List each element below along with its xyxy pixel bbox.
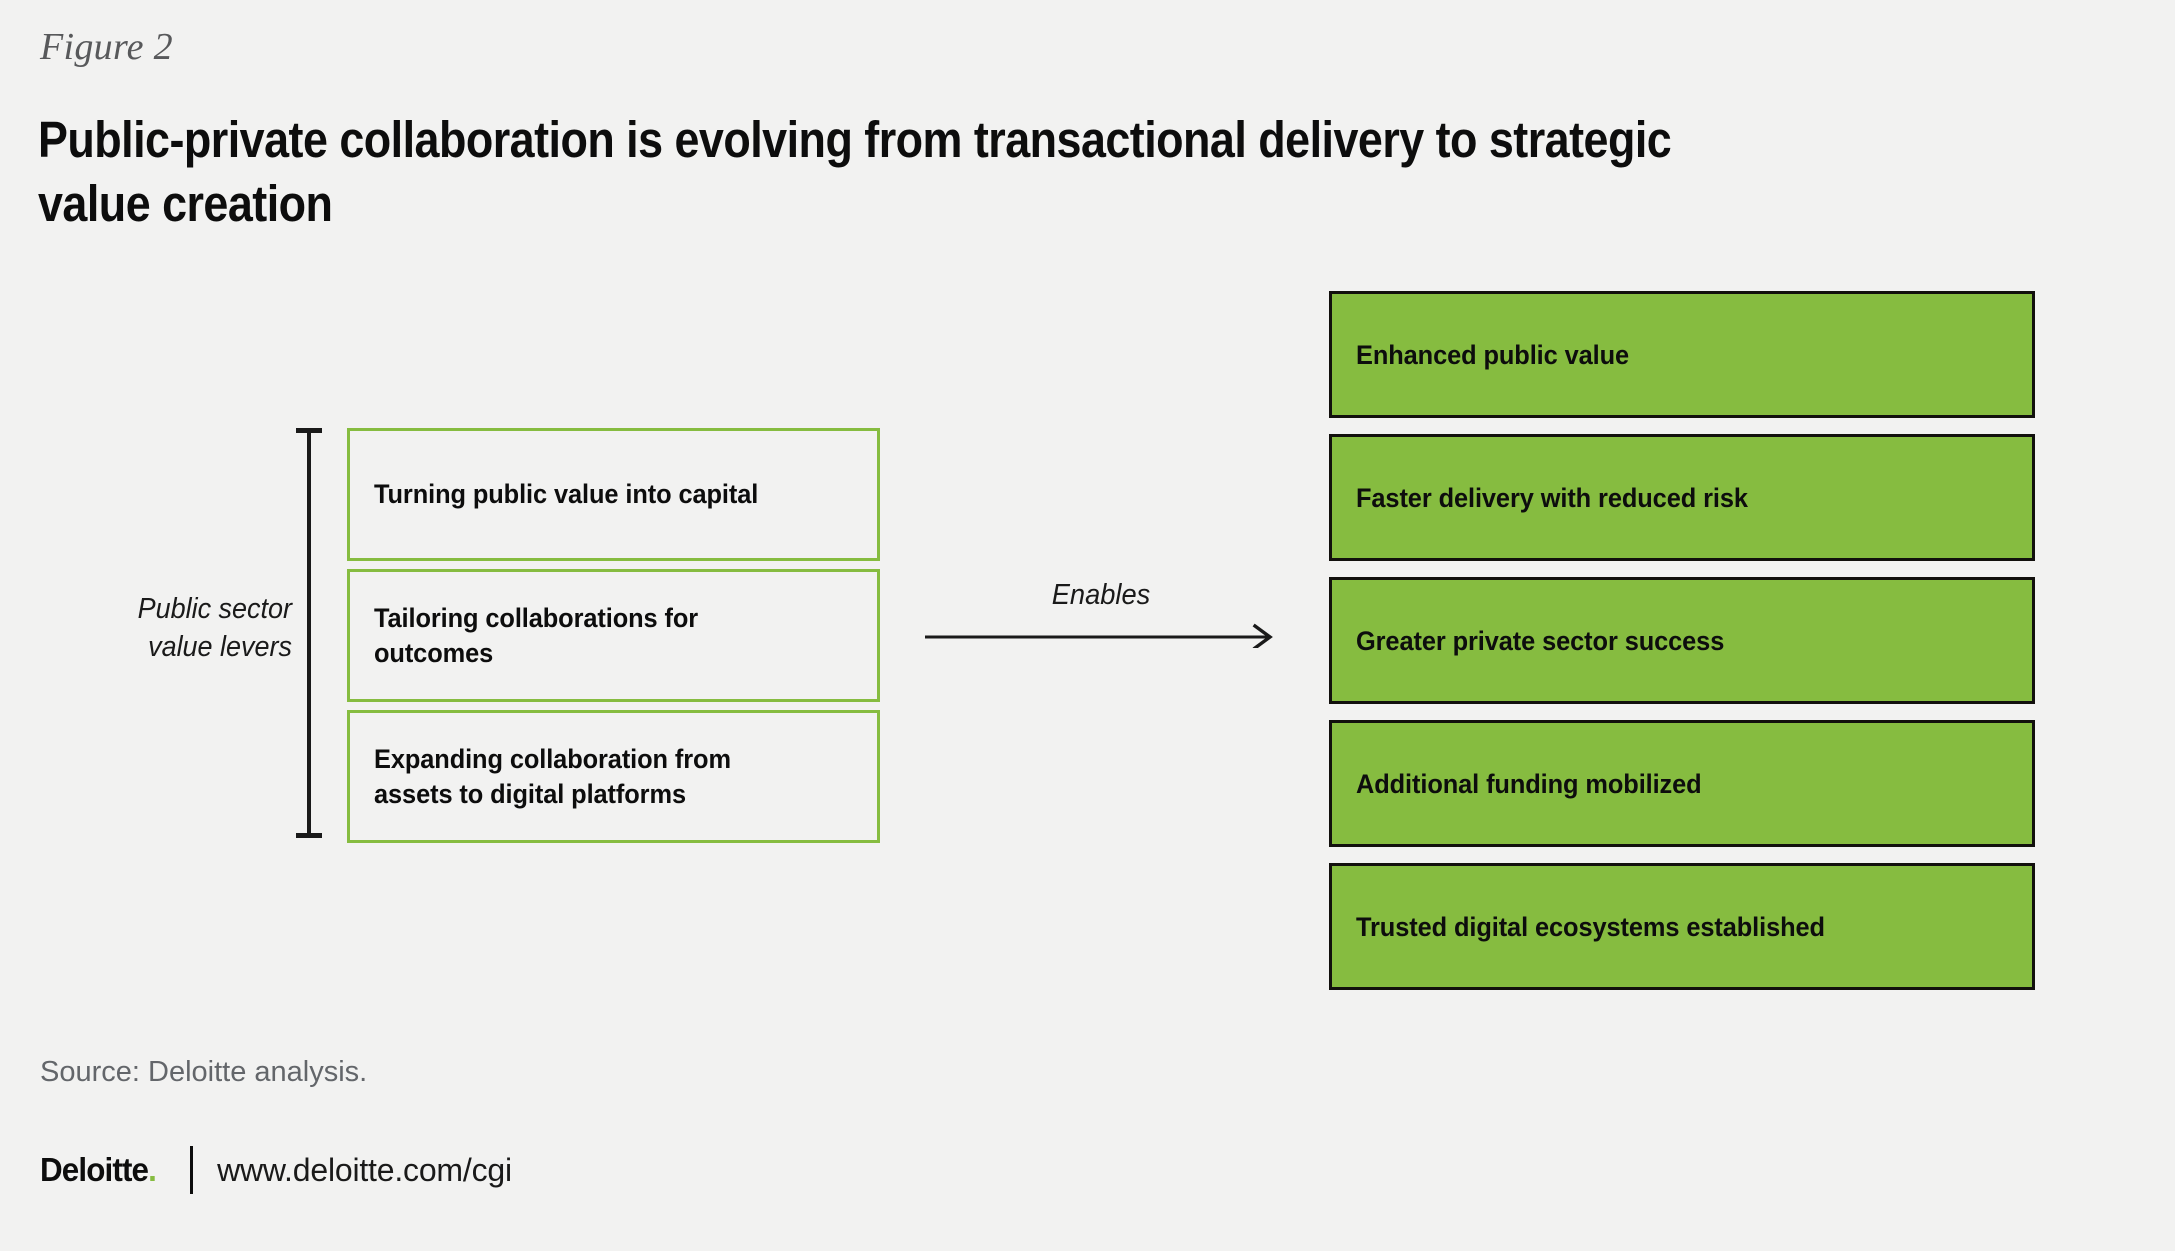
lever-box-label: Tailoring collaborations for outcomes bbox=[374, 602, 699, 668]
outcome-box[interactable]: Enhanced public value bbox=[1329, 291, 2035, 418]
outcome-box[interactable]: Greater private sector success bbox=[1329, 577, 2035, 704]
deloitte-green-dot-icon: . bbox=[148, 1151, 157, 1188]
footer-bar: Deloitte. www.deloitte.com/cgi bbox=[40, 1145, 512, 1195]
bracket-stem bbox=[307, 428, 311, 838]
outcome-box[interactable]: Trusted digital ecosystems established bbox=[1329, 863, 2035, 990]
arrow-right-icon bbox=[925, 623, 1273, 648]
outcome-box[interactable]: Additional funding mobilized bbox=[1329, 720, 2035, 847]
footer-divider bbox=[190, 1146, 194, 1194]
figure-number-label: Figure 2 bbox=[40, 26, 173, 68]
outcome-box-label: Faster delivery with reduced risk bbox=[1356, 482, 1748, 513]
enables-label: Enables bbox=[1051, 579, 1151, 611]
bracket-cap-bottom bbox=[296, 833, 322, 838]
figure-title: Public-private collaboration is evolving… bbox=[38, 111, 1672, 232]
vertical-bracket-icon bbox=[296, 428, 322, 838]
outcome-box-label: Greater private sector success bbox=[1356, 625, 1725, 656]
lever-box-label: Turning public value into capital bbox=[374, 479, 759, 509]
footer-url[interactable]: www.deloitte.com/cgi bbox=[217, 1152, 512, 1188]
outcome-box-label: Enhanced public value bbox=[1356, 339, 1630, 370]
public-sector-value-levers-label: Public sector value levers bbox=[137, 593, 292, 663]
outcome-box[interactable]: Faster delivery with reduced risk bbox=[1329, 434, 2035, 561]
source-note: Source: Deloitte analysis. bbox=[40, 1056, 368, 1088]
lever-box[interactable]: Expanding collaboration from assets to d… bbox=[347, 710, 880, 843]
deloitte-wordmark: Deloitte bbox=[40, 1151, 149, 1188]
enables-connector: Enables bbox=[925, 578, 1277, 648]
outcome-box-label: Additional funding mobilized bbox=[1356, 768, 1702, 799]
outcome-box-label: Trusted digital ecosystems established bbox=[1356, 911, 1825, 942]
lever-box[interactable]: Tailoring collaborations for outcomes bbox=[347, 569, 880, 702]
lever-box-label: Expanding collaboration from assets to d… bbox=[374, 743, 731, 809]
deloitte-logo: Deloitte. bbox=[40, 1151, 157, 1189]
lever-box[interactable]: Turning public value into capital bbox=[347, 428, 880, 561]
